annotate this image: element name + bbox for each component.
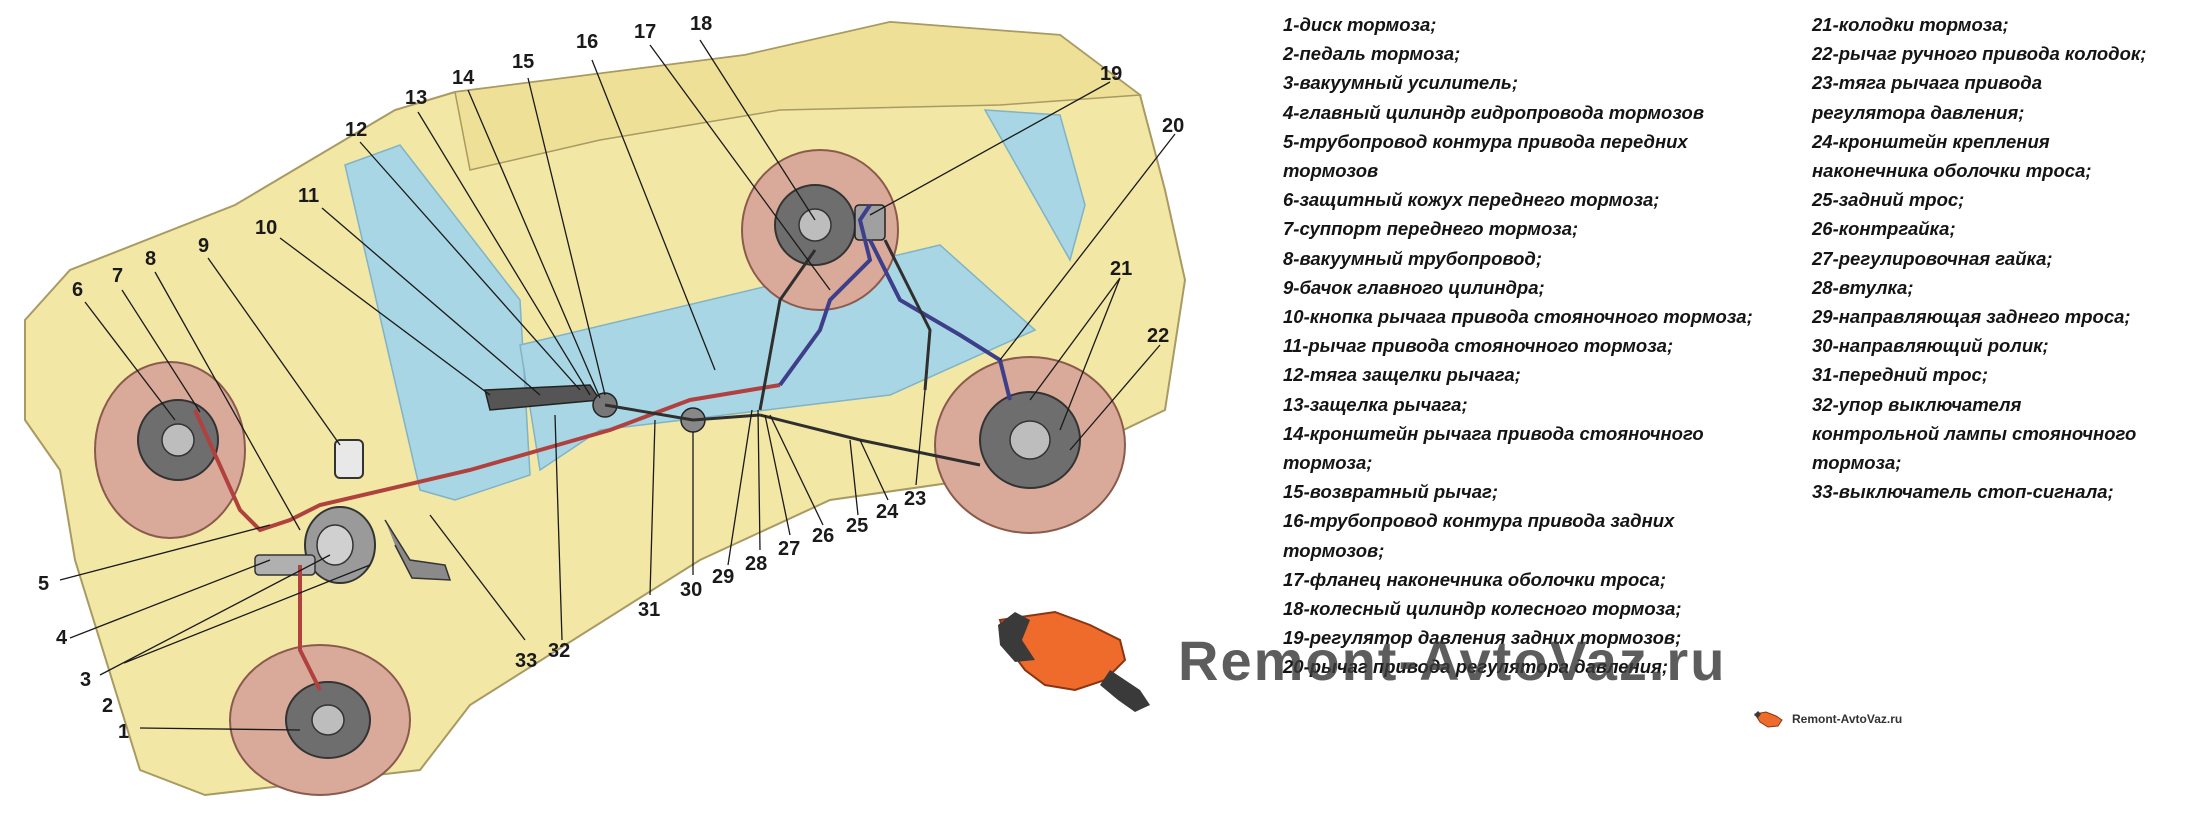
- callout-15: 15: [512, 51, 534, 73]
- callout-27: 27: [778, 538, 800, 560]
- legend-entry: 14-кронштейн рычага привода стояночного: [1283, 422, 1704, 444]
- legend-entry: 20-рычаг привода регулятора давления;: [1283, 656, 1669, 678]
- watermark-small-text: Remont-AvtoVaz.ru: [1792, 712, 1903, 726]
- legend-entry: 24-кронштейн крепления: [1812, 130, 2050, 152]
- brake-system-diagram: 1 2 3 4 5 6 7 8 9 10 11 12 13 14 15 16 1…: [24, 13, 1187, 797]
- callout-17: 17: [634, 21, 656, 43]
- legend-entry: 7-суппорт переднего тормоза;: [1283, 218, 1579, 240]
- legend-entry: 22-рычаг ручного привода колодок;: [1812, 43, 2147, 65]
- legend-entry: 30-направляющий ролик;: [1812, 335, 2049, 357]
- wheel-front-left: [94, 361, 246, 539]
- legend-entry: 16-трубопровод контура привода задних: [1283, 510, 1675, 532]
- legend-entry: 11-рычаг привода стояночного тормоза;: [1283, 335, 1674, 357]
- legend-entry: 9-бачок главного цилиндра;: [1283, 276, 1545, 298]
- legend-entry: 5-трубопровод контура привода передних: [1283, 130, 1688, 152]
- callout-20: 20: [1162, 115, 1184, 137]
- callout-23: 23: [904, 488, 926, 510]
- front-cable: [604, 403, 761, 422]
- callout-12: 12: [345, 119, 367, 141]
- callout-4: 4: [56, 627, 68, 649]
- legend-entry: 8-вакуумный трубопровод;: [1283, 247, 1542, 269]
- side-window: [983, 109, 1086, 262]
- callout-33: 33: [515, 650, 537, 672]
- wheel-rear-right: [934, 356, 1126, 534]
- legend-column-1: 1-диск тормоза; 2-педаль тормоза; 3-вакуум…: [1283, 10, 1803, 682]
- legend-entry: 1-диск тормоза;: [1283, 14, 1437, 35]
- legend-entry: контрольной лампы стояночного: [1812, 422, 2137, 444]
- callout-30: 30: [680, 579, 702, 601]
- callout-22: 22: [1147, 325, 1169, 347]
- callout-9: 9: [198, 235, 209, 257]
- legend-entry: тормоза;: [1283, 452, 1373, 474]
- master-cylinder: [254, 554, 316, 576]
- legend-entry: 17-фланец наконечника оболочки троса;: [1283, 568, 1666, 590]
- callout-1: 1: [118, 721, 129, 743]
- wheel-front-right: [229, 644, 411, 796]
- legend-entry: 10-кнопка рычага привода стояночного тор…: [1283, 306, 1753, 328]
- legend-entry: 29-направляющая заднего троса;: [1812, 306, 2131, 328]
- master-cylinder-reservoir: [334, 439, 364, 479]
- callout-3: 3: [80, 669, 91, 691]
- rear-brake-line: [778, 203, 873, 387]
- front-brake-line: [193, 383, 781, 533]
- rear-brake-line-2: [868, 239, 1012, 401]
- callout-8: 8: [145, 248, 156, 270]
- legend-entry: 32-упор выключателя: [1812, 393, 2022, 415]
- legend-entry: 25-задний трос;: [1812, 189, 1965, 211]
- callout-5: 5: [38, 573, 49, 595]
- callout-25: 25: [846, 515, 868, 537]
- callout-14: 14: [452, 67, 475, 89]
- callout-32: 32: [548, 640, 570, 662]
- rear-cable-2: [758, 249, 817, 411]
- legend-entry: 6-защитный кожух переднего тормоза;: [1283, 189, 1660, 211]
- watermark-small-logo-icon: [1754, 711, 1783, 728]
- callout-21: 21: [1110, 258, 1132, 280]
- legend-entry: 27-регулировочная гайка;: [1812, 247, 2053, 269]
- callout-24: 24: [876, 501, 899, 523]
- legend-entry: 12-тяга защелки рычага;: [1283, 364, 1521, 386]
- legend-entry: 31-передний трос;: [1812, 364, 1988, 386]
- callout-2: 2: [102, 695, 113, 717]
- callout-16: 16: [576, 31, 598, 53]
- legend-column-2: 21-колодки тормоза; 22-рычаг ручного прив…: [1812, 10, 2182, 506]
- callout-13: 13: [405, 87, 427, 109]
- legend-entry: тормоза;: [1812, 452, 1902, 474]
- callout-10: 10: [255, 217, 277, 239]
- legend-entry: 13-защелка рычага;: [1283, 393, 1468, 415]
- legend-entry: тормозов;: [1283, 539, 1385, 561]
- callout-18: 18: [690, 13, 712, 35]
- windshield: [344, 144, 531, 501]
- legend-entry: тормозов: [1283, 160, 1379, 182]
- legend-entry: 3-вакуумный усилитель;: [1283, 72, 1519, 94]
- callout-28: 28: [745, 553, 767, 575]
- brake-booster: [304, 506, 376, 584]
- legend-entry: 23-тяга рычага привода: [1812, 72, 2043, 94]
- legend-entry: наконечника оболочки троса;: [1812, 160, 2092, 182]
- callout-31: 31: [638, 599, 660, 621]
- legend-entry: 15-возвратный рычаг;: [1283, 481, 1499, 503]
- watermark-logo-icon: [998, 610, 1150, 712]
- legend-entry: 2-педаль тормоза;: [1283, 43, 1461, 65]
- legend-entry: 21-колодки тормоза;: [1812, 14, 2009, 35]
- callout-7: 7: [112, 265, 123, 287]
- pressure-regulator-link: [883, 239, 932, 391]
- watermark-big-text: Remont-AvtoVaz.ru: [1178, 629, 1727, 692]
- callout-26: 26: [812, 525, 834, 547]
- legend-entry: 4-главный цилиндр гидропровода тормозов: [1283, 101, 1705, 123]
- callout-11: 11: [298, 185, 319, 207]
- roof-panel: [454, 21, 1143, 171]
- legend-entry: 19-регулятор давления задних тормозов;: [1283, 627, 1682, 649]
- brake-pedal: [384, 519, 452, 581]
- leader-lines: [59, 39, 1176, 731]
- callout-6: 6: [72, 279, 83, 301]
- legend-entry: 26-контргайка;: [1812, 218, 1956, 240]
- legend-entry: 28-втулка;: [1812, 276, 1914, 298]
- callout-29: 29: [712, 566, 734, 588]
- legend-entry: регулятора давления;: [1812, 101, 2025, 123]
- callout-19: 19: [1100, 63, 1122, 85]
- legend-entry: 33-выключатель стоп-сигнала;: [1812, 481, 2114, 503]
- legend-entry: 18-колесный цилиндр колесного тормоза;: [1283, 598, 1682, 620]
